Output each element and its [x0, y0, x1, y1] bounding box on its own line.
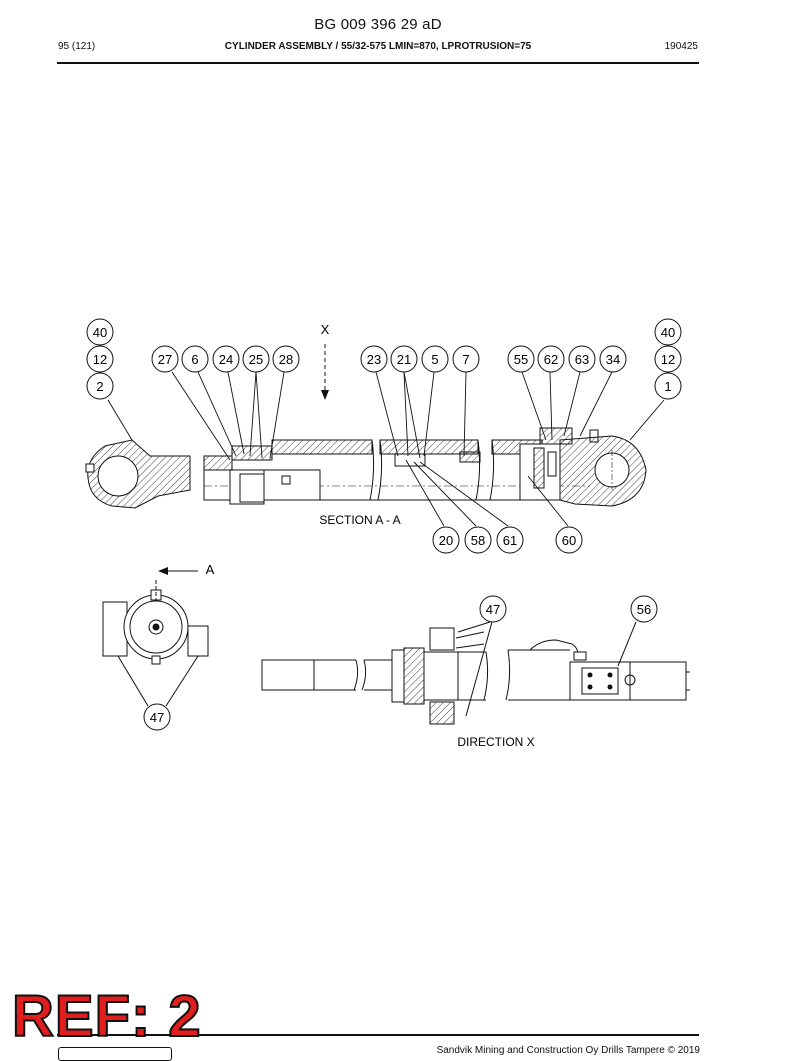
- svg-text:5: 5: [431, 352, 438, 367]
- company-logo: [58, 1047, 172, 1061]
- balloon-12-right: 12: [654, 345, 682, 373]
- svg-text:1: 1: [664, 379, 671, 394]
- svg-text:58: 58: [471, 533, 485, 548]
- balloon-27: 27: [151, 345, 179, 373]
- svg-text:24: 24: [219, 352, 233, 367]
- balloon-5: 5: [421, 345, 449, 373]
- balloon-58: 58: [464, 526, 492, 554]
- document-number: BG 009 396 29 aD: [314, 16, 442, 33]
- balloon-25: 25: [242, 345, 270, 373]
- direction-label: DIRECTION X: [457, 735, 534, 749]
- balloon-21: 21: [390, 345, 418, 373]
- balloon-24: 24: [212, 345, 240, 373]
- svg-text:2: 2: [96, 379, 103, 394]
- ref-stamp: REF: 2: [11, 984, 202, 1049]
- balloon-7: 7: [452, 345, 480, 373]
- svg-text:47: 47: [486, 602, 500, 617]
- svg-text:28: 28: [279, 352, 293, 367]
- header-rule: [57, 62, 699, 64]
- end-view: [102, 580, 209, 707]
- balloon-28: 28: [272, 345, 300, 373]
- balloon-6: 6: [181, 345, 209, 373]
- balloon-callouts: 40 12 2 27 6 24 25 28 23 21 5 7 55 62 63…: [86, 318, 682, 554]
- page-number: 95 (121): [58, 41, 96, 52]
- svg-text:61: 61: [503, 533, 517, 548]
- balloon-23: 23: [360, 345, 388, 373]
- balloon-1: 1: [654, 372, 682, 400]
- section-label: SECTION A - A: [319, 513, 400, 527]
- svg-text:20: 20: [439, 533, 453, 548]
- view-marker-x: X: [321, 322, 330, 337]
- svg-text:12: 12: [93, 352, 107, 367]
- balloon-61: 61: [496, 526, 524, 554]
- balloon-20: 20: [432, 526, 460, 554]
- page-title: CYLINDER ASSEMBLY / 55/32-575 LMIN=870, …: [224, 41, 532, 52]
- svg-text:60: 60: [562, 533, 576, 548]
- svg-text:12: 12: [661, 352, 675, 367]
- svg-text:6: 6: [191, 352, 198, 367]
- footer-rule: [57, 1034, 699, 1036]
- svg-text:7: 7: [462, 352, 469, 367]
- svg-text:47: 47: [150, 710, 164, 725]
- balloon-47-right: 47: [479, 595, 507, 623]
- svg-text:40: 40: [661, 325, 675, 340]
- svg-text:25: 25: [249, 352, 263, 367]
- section-a-a-view: [85, 427, 647, 509]
- view-marker-a: A: [206, 562, 215, 577]
- balloon-56: 56: [630, 595, 658, 623]
- balloon-34: 34: [599, 345, 627, 373]
- balloon-60: 60: [555, 526, 583, 554]
- svg-text:34: 34: [606, 352, 620, 367]
- svg-text:21: 21: [397, 352, 411, 367]
- footer-copyright: Sandvik Mining and Construction Oy Drill…: [436, 1045, 700, 1056]
- svg-text:56: 56: [637, 602, 651, 617]
- revision-date: 190425: [664, 41, 698, 52]
- balloon-62: 62: [537, 345, 565, 373]
- balloon-40-left: 40: [86, 318, 114, 346]
- balloon-55: 55: [507, 345, 535, 373]
- svg-text:40: 40: [93, 325, 107, 340]
- balloon-12-left: 12: [86, 345, 114, 373]
- svg-text:23: 23: [367, 352, 381, 367]
- leader-lines: [107, 371, 665, 527]
- svg-text:63: 63: [575, 352, 589, 367]
- left-eye-bore: [97, 455, 139, 497]
- direction-x-view: [261, 621, 690, 725]
- balloon-47-left: 47: [143, 703, 171, 731]
- svg-text:62: 62: [544, 352, 558, 367]
- balloon-2: 2: [86, 372, 114, 400]
- svg-text:27: 27: [158, 352, 172, 367]
- balloon-40-right: 40: [654, 318, 682, 346]
- balloon-63: 63: [568, 345, 596, 373]
- svg-text:55: 55: [514, 352, 528, 367]
